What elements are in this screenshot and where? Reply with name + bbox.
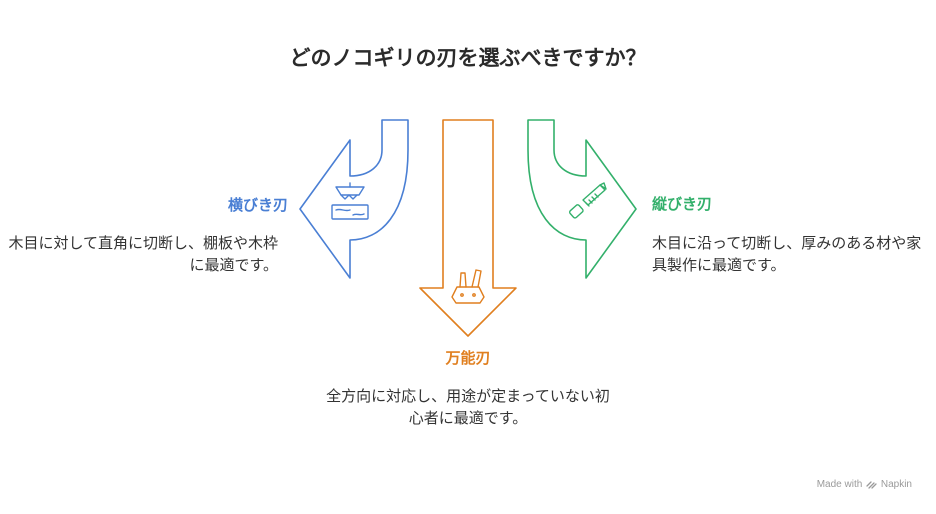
napkin-credit[interactable]: Made with Napkin xyxy=(817,479,912,490)
multitool-icon xyxy=(451,269,485,304)
diagram-title: どのノコギリの刃を選ぶべきですか？ xyxy=(289,46,647,70)
handsaw-icon xyxy=(568,182,607,219)
arrow-ripcut xyxy=(527,119,637,279)
arrow-crosscut xyxy=(299,119,409,279)
ripcut-label: 縦びき刃 xyxy=(652,195,713,213)
crosscut-label: 横びき刃 xyxy=(227,196,288,214)
napkin-brand-text: Napkin xyxy=(880,479,912,490)
ripcut-description: 木目に沿って切断し、厚みのある材や家具製作に最適です。 xyxy=(652,234,922,274)
universal-label: 万能刃 xyxy=(445,349,491,367)
crosscut-description: 木目に対して直角に切断し、棚板や木枠に最適です。 xyxy=(8,234,278,274)
napkin-logo-icon xyxy=(866,481,877,489)
arrow-universal xyxy=(419,119,517,337)
universal-description: 全方向に対応し、用途が定まっていない初心者に最適です。 xyxy=(326,387,610,427)
board-icon xyxy=(331,182,369,220)
made-with-text: Made with xyxy=(816,479,863,490)
